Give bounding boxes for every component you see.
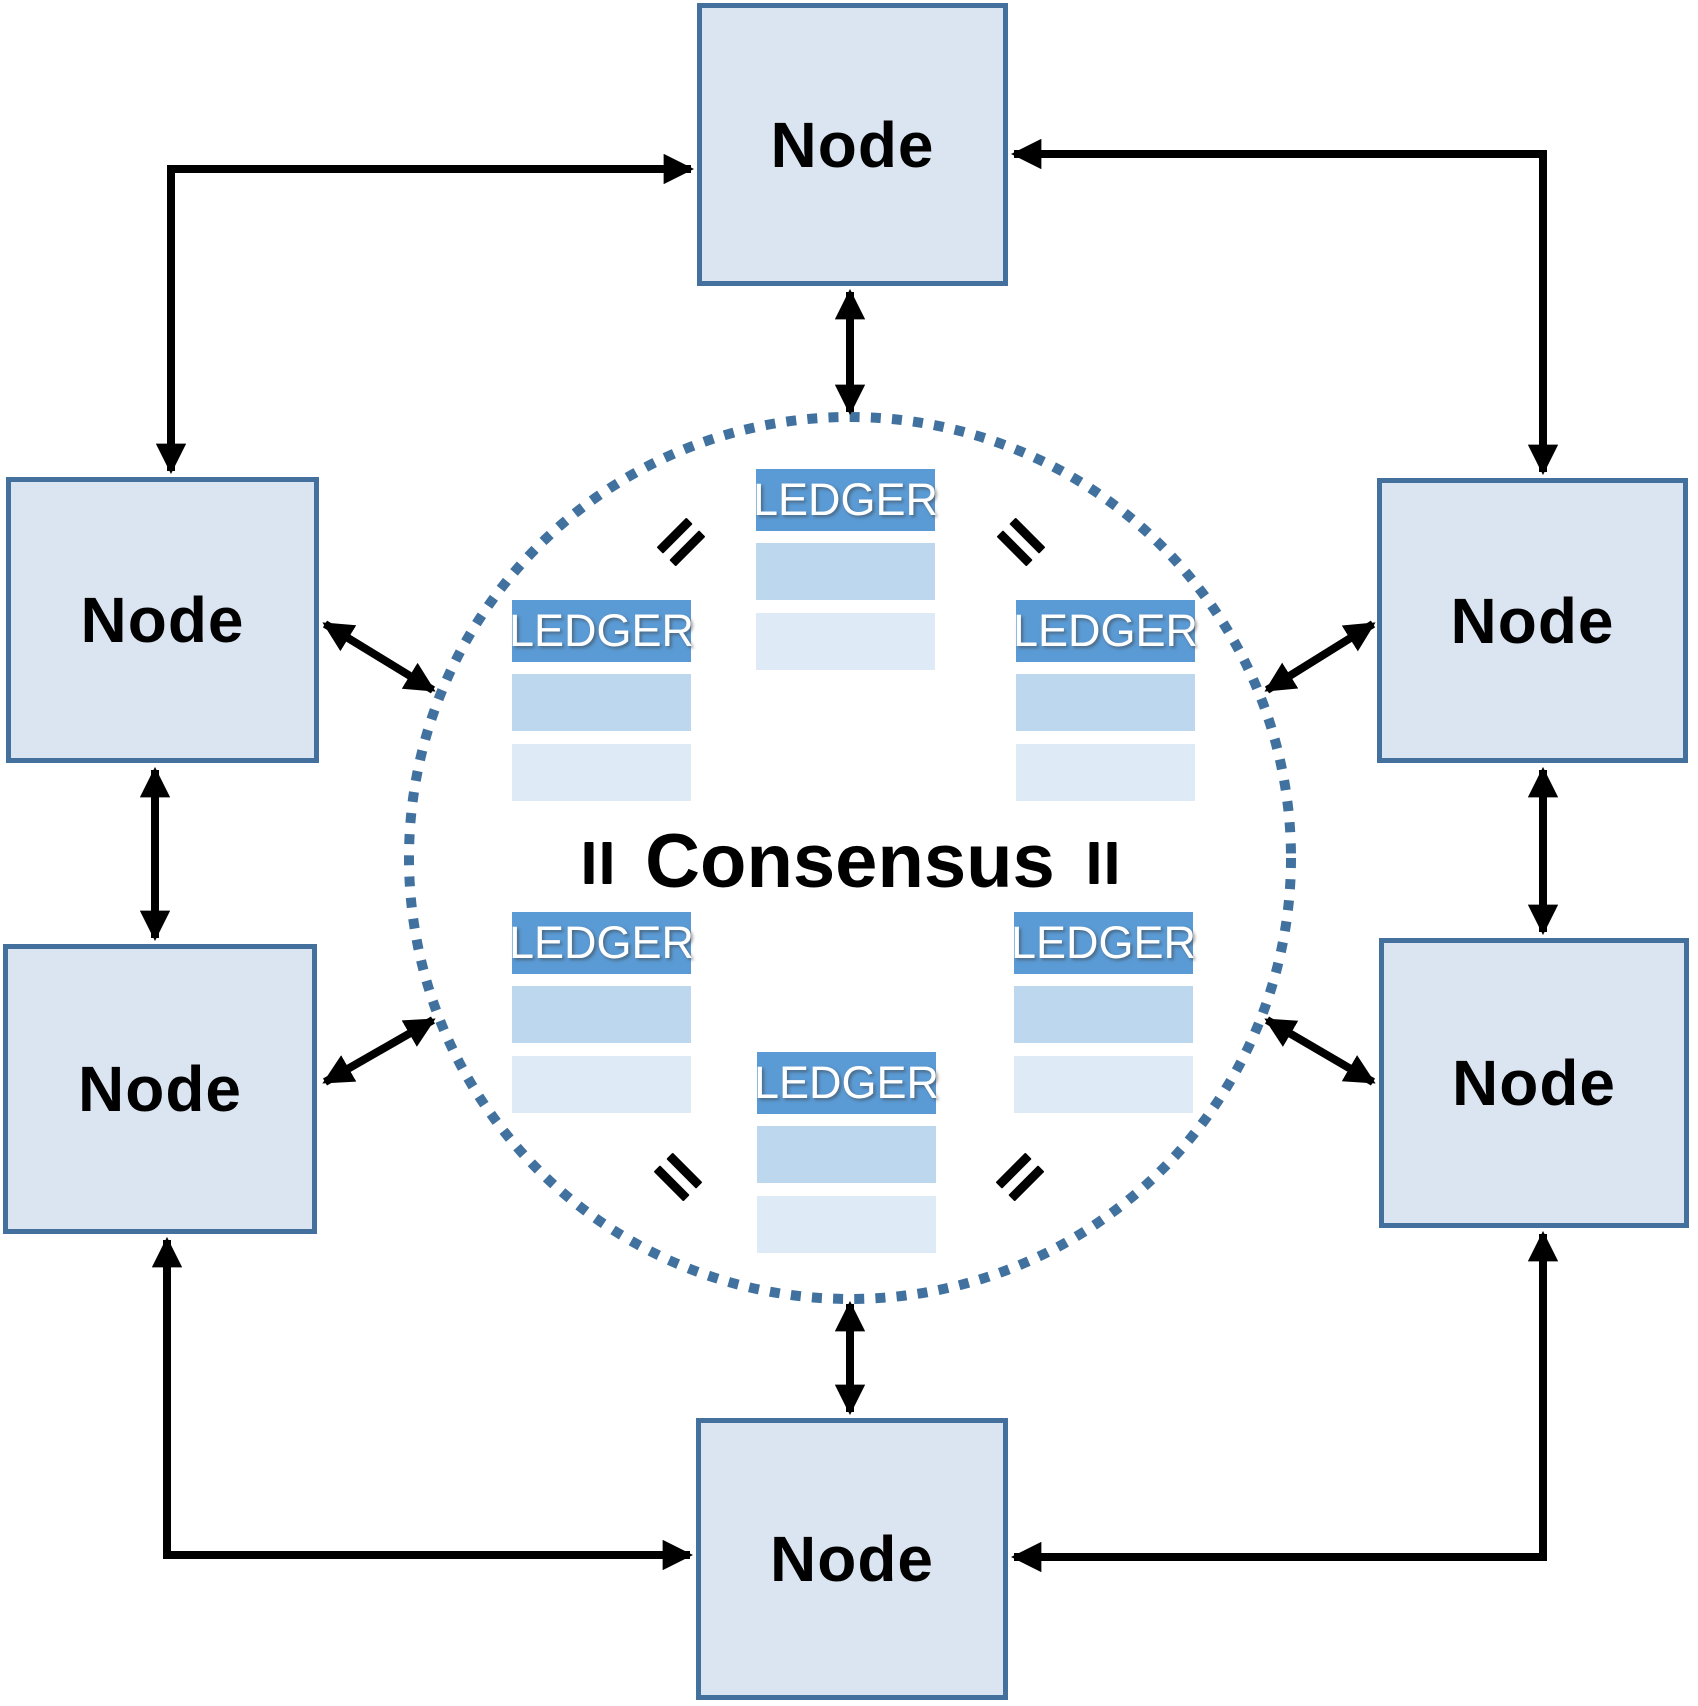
- ledger-row: [757, 1196, 936, 1253]
- ledger-header: LEDGER: [754, 1052, 939, 1114]
- equals-icon: [584, 842, 612, 884]
- equals-bar: [584, 842, 594, 884]
- ledger-row: [1014, 1056, 1193, 1113]
- consensus-ring-circle: [404, 412, 1296, 1304]
- node-box-bottom: Node: [696, 1418, 1008, 1700]
- ledger-row: [1016, 744, 1195, 801]
- connector-elbow-top-left: [155, 153, 695, 475]
- ledger-table-bottom: LEDGER: [754, 1052, 939, 1253]
- ledger-header: LEDGER: [1013, 600, 1198, 662]
- ledger-header: LEDGER: [509, 600, 694, 662]
- node-label: Node: [1450, 584, 1615, 657]
- node-box-lower-left: Node: [3, 944, 317, 1234]
- ledger-row: [756, 543, 935, 600]
- connector-lower-left-node-circle: [322, 1016, 436, 1086]
- ledger-header: LEDGER: [1011, 912, 1196, 974]
- ledger-row: [512, 1056, 691, 1113]
- ledger-row: [1014, 986, 1193, 1043]
- equals-icon: [1089, 842, 1117, 884]
- equals-bar: [1089, 842, 1099, 884]
- ledger-table-top: LEDGER: [753, 469, 938, 670]
- ledger-table-lower-right: LEDGER: [1011, 912, 1196, 1113]
- node-label: Node: [770, 1523, 934, 1595]
- ledger-row: [757, 1126, 936, 1183]
- connector-elbow-bottom-right: [1010, 1230, 1559, 1573]
- consensus-title: Consensus: [645, 818, 1055, 904]
- ledger-row: [512, 674, 691, 731]
- connector-lower-right-node-circle: [1264, 1016, 1376, 1086]
- ledger-row: [1016, 674, 1195, 731]
- ledger-row: [512, 986, 691, 1043]
- node-label: Node: [78, 1053, 242, 1125]
- ledger-table-upper-right: LEDGER: [1013, 600, 1198, 801]
- node-box-top: Node: [697, 3, 1008, 286]
- node-box-upper-left: Node: [6, 477, 319, 763]
- ledger-table-upper-left: LEDGER: [509, 600, 694, 801]
- connector-upper-left-node-circle: [322, 620, 436, 694]
- node-box-upper-right: Node: [1377, 478, 1688, 763]
- node-label: Node: [1452, 1047, 1616, 1119]
- ledger-header: LEDGER: [509, 912, 694, 974]
- equals-bar: [602, 842, 612, 884]
- node-label: Node: [770, 108, 935, 181]
- connector-upper-right-node-circle: [1264, 620, 1376, 694]
- node-label: Node: [80, 584, 245, 656]
- connector-elbow-bottom-left: [151, 1236, 694, 1571]
- node-box-lower-right: Node: [1379, 938, 1689, 1228]
- ledger-table-lower-left: LEDGER: [509, 912, 694, 1113]
- equals-bar: [1107, 842, 1117, 884]
- ledger-row: [756, 613, 935, 670]
- connector-elbow-top-right: [1010, 138, 1559, 476]
- ledger-header: LEDGER: [753, 469, 938, 531]
- ledger-row: [512, 744, 691, 801]
